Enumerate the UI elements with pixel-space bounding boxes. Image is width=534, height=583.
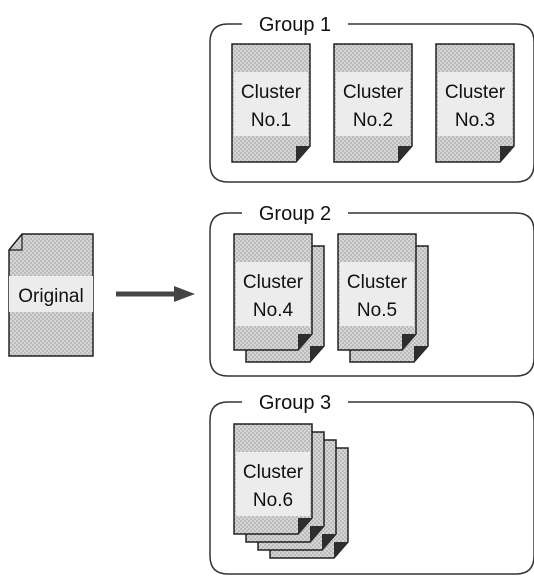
- cluster-2-line2: No.2: [353, 110, 393, 131]
- group-2-title: Group 2: [259, 203, 331, 225]
- cluster-no-6: Cluster No.6: [233, 423, 349, 559]
- original-label: Original: [18, 286, 83, 307]
- original-document: Original: [8, 233, 94, 357]
- cluster-no-1: Cluster No.1: [231, 43, 311, 163]
- cluster-6-line2: No.6: [253, 490, 293, 511]
- cluster-4-line2: No.4: [253, 300, 294, 321]
- group-3-frame: [209, 401, 534, 575]
- group-3-title: Group 3: [259, 392, 331, 414]
- cluster-no-3: Cluster No.3: [435, 43, 515, 163]
- group-2: Group 2 Cluster No.4 Cluster No.5: [209, 203, 534, 377]
- cluster-1-line1: Cluster: [241, 82, 302, 103]
- group-1: Group 1 Cluster No.1 Cluster No.2 Cluste…: [209, 14, 534, 183]
- group-3: Group 3 Cluster No.6: [209, 392, 534, 575]
- cluster-3-line1: Cluster: [445, 82, 506, 103]
- cluster-no-2: Cluster No.2: [333, 43, 413, 163]
- cluster-5-line2: No.5: [357, 300, 397, 321]
- group-1-frame: [209, 23, 534, 183]
- cluster-4-line1: Cluster: [243, 272, 304, 293]
- cluster-no-5: Cluster No.5: [337, 233, 429, 363]
- cluster-no-4: Cluster No.4: [233, 233, 325, 363]
- cluster-6-line1: Cluster: [243, 462, 304, 483]
- cluster-3-line2: No.3: [455, 110, 495, 131]
- cluster-5-line1: Cluster: [347, 272, 408, 293]
- group-2-frame: [209, 212, 534, 377]
- cluster-1-line2: No.1: [251, 110, 291, 131]
- cluster-2-line1: Cluster: [343, 82, 404, 103]
- group-1-title: Group 1: [259, 14, 331, 36]
- arrow: [116, 286, 195, 302]
